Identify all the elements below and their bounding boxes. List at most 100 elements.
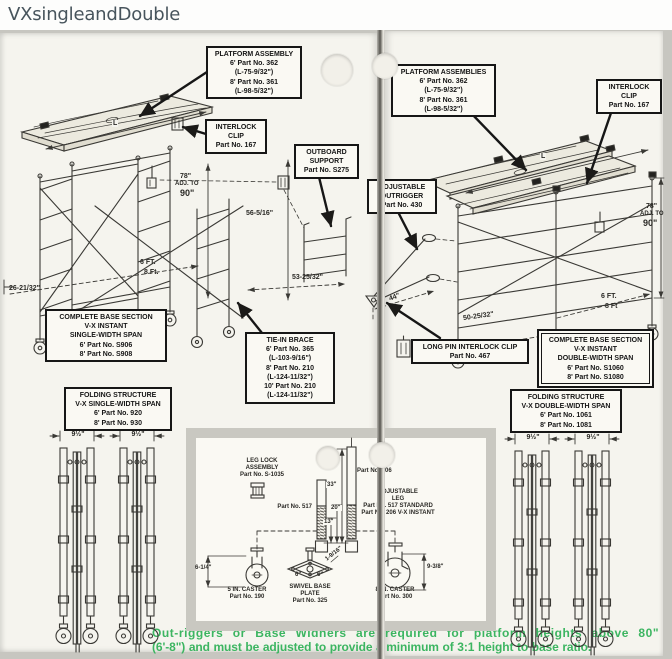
callout-line: OUTRIGGER (380, 193, 424, 201)
callout-title: INTERLOCK (215, 124, 257, 131)
dim-right-6ft: 6 FT. (601, 293, 617, 300)
dim-left-height-90: 90" (180, 188, 195, 198)
callout-line: 6' Part No. 365 (266, 346, 314, 354)
dim-folded-width: 9½" (64, 431, 92, 438)
punch-hole (321, 54, 353, 86)
label-leg-lock-1: LEG LOCK (246, 458, 278, 464)
callout-line: V-X INSTANT (573, 346, 618, 354)
dim-left-height-78: 78" (180, 173, 192, 180)
callout-line: 6' Part No. 1061 (540, 412, 592, 420)
dim-folded-width: 9½" (124, 431, 152, 438)
callout-platform-assemblies: PLATFORM ASSEMBLIES 6' Part No. 362 (L-7… (391, 64, 496, 118)
callout-title: COMPLETE BASE SECTION (59, 314, 153, 321)
dim-left-width-56: 56-5/16" (246, 210, 274, 217)
callout-folding-structure-single: FOLDING STRUCTURE V-X SINGLE-WIDTH SPAN … (64, 387, 172, 431)
punch-hole (316, 446, 340, 470)
callout-line: 8' Part No. 210 (266, 364, 314, 372)
label-5in-caster-1: 5 IN. CASTER (227, 587, 267, 593)
callout-line: 8' Part No. 1081 (540, 421, 592, 429)
callout-title: ADJUSTABLE (378, 184, 426, 191)
label-adjustable-leg-2: LEG (391, 496, 405, 502)
punch-hole (369, 442, 395, 468)
dim-6a: 6" (295, 572, 302, 578)
callout-tie-in-brace: TIE-IN BRACE 6' Part No. 365 (L-103-9/16… (245, 332, 335, 404)
dim-left-width-26: 26-21/32" (9, 285, 40, 292)
callout-outboard-support: OUTBOARD SUPPORT Part No. S275 (294, 144, 359, 179)
label-swivel-1: SWIVEL BASE (289, 584, 331, 590)
callout-title: COMPLETE BASE SECTION (548, 337, 643, 344)
callout-title: FOLDING STRUCTURE (527, 394, 605, 401)
callout-title: LONG PIN INTERLOCK CLIP (422, 344, 518, 351)
callout-line: 6' Part No. 362 (419, 78, 468, 86)
label-leg-lock-2: ASSEMBLY (245, 465, 279, 471)
dim-right-height-78: 78" (646, 203, 658, 210)
callout-line: (L-75-9/32") (234, 69, 274, 77)
dim-folded-width: 9½" (519, 434, 547, 441)
page-fold-gutter (377, 30, 385, 659)
label-adjustable-leg-3: Part No. 517 STANDARD (363, 503, 433, 509)
label-swivel-2: PLATE (300, 591, 320, 597)
dim-13: 13" (323, 519, 335, 525)
callout-line: Part No. 167 (608, 102, 650, 110)
callout-title: TIE-IN BRACE (266, 337, 314, 344)
callout-title: PLATFORM ASSEMBLIES (400, 69, 487, 76)
callout-line: 8' Part No. 361 (419, 96, 468, 104)
label-swivel-3: Part No. 325 (292, 598, 328, 604)
callout-title: FOLDING STRUCTURE (79, 392, 157, 399)
dim-right-8ft: 8 Ft (605, 303, 618, 310)
dim-left-8ft: 8 Ft. (144, 269, 159, 276)
callout-line: 6' Part No. 920 (94, 410, 142, 418)
callout-line: 8' Part No. 930 (94, 419, 142, 427)
callout-line: (L-75-9/32") (424, 87, 463, 95)
callout-interlock-clip-left: INTERLOCK CLIP Part No. 167 (205, 119, 267, 154)
callout-line: 6' Part No. S1060 (567, 364, 624, 372)
callout-line: 6' Part No. 362 (230, 60, 278, 68)
callout-folding-structure-double: FOLDING STRUCTURE V-X DOUBLE-WIDTH SPAN … (510, 389, 622, 433)
callout-line: SINGLE-WIDTH SPAN (69, 332, 143, 340)
label-8in-caster-1: 8 IN. CASTER (375, 587, 415, 593)
callout-long-pin-interlock-clip: LONG PIN INTERLOCK CLIP Part No. 467 (411, 339, 529, 365)
page-title: VXsingleandDouble (8, 4, 181, 25)
dim-folded-width: 9½" (579, 434, 607, 441)
label-8in-caster-2: Part No. 300 (377, 594, 413, 600)
footnote-line-2: (6'-8") and must be adjusted to provide … (152, 640, 592, 654)
dim-6b: 6" (317, 572, 324, 578)
callout-title: OUTBOARD (306, 149, 347, 156)
callout-line: DOUBLE-WIDTH SPAN (557, 355, 634, 363)
callout-line: (L-124-11/32") (267, 392, 313, 400)
dim-33: 33" (326, 482, 338, 488)
callout-interlock-clip-right: INTERLOCK CLIP Part No. 167 (596, 79, 662, 114)
callout-line: (L-124-11/32") (267, 373, 313, 381)
punch-hole (372, 53, 398, 79)
label-part-517: Part No. 517 (277, 504, 312, 510)
label-leg-lock-3: Part No. S-1035 (239, 472, 285, 478)
callout-line: (L-103-9/16") (268, 355, 312, 363)
dim-6-1-4: 6-1/4" (195, 565, 212, 571)
callout-line: Part No. 430 (381, 202, 423, 210)
label-part-206: Part No. 206 (357, 468, 392, 474)
callout-line: Part No. S275 (303, 167, 350, 175)
dim-right-height-90: 90" (643, 218, 658, 228)
callout-complete-base-double: COMPLETE BASE SECTION V-X INSTANT DOUBLE… (537, 329, 654, 389)
label-adjustable-leg-4: Part No. 206 V-X INSTANT (361, 510, 435, 516)
callout-line: SUPPORT (309, 158, 344, 166)
dim-9-3-8: 9-3/8" (427, 564, 444, 570)
callout-line: (L-98-5/32") (424, 105, 463, 113)
callout-title: PLATFORM ASSEMBLY (214, 51, 294, 58)
callout-line: 8' Part No. 361 (230, 78, 278, 86)
dim-20: 20" (330, 505, 342, 511)
callout-line: V-X INSTANT (84, 323, 128, 331)
dim-left-plank-length: L (112, 120, 119, 127)
callout-line: V-X SINGLE-WIDTH SPAN (75, 401, 161, 409)
dim-right-plank-length: L (540, 153, 547, 160)
callout-line: 8' Part No. S1080 (567, 373, 624, 381)
callout-title: INTERLOCK (608, 84, 650, 91)
callout-complete-base-single: COMPLETE BASE SECTION V-X INSTANT SINGLE… (45, 309, 167, 363)
label-5in-caster-2: Part No. 190 (229, 594, 265, 600)
callout-line: Part No. 167 (215, 142, 257, 150)
dim-right-height-adj: ADJ. TO (640, 211, 664, 217)
callout-line: 10' Part No. 210 (264, 383, 316, 391)
dim-left-width-53: 53-25/32" (292, 274, 323, 281)
dim-left-6ft: 6 FT. (140, 259, 156, 266)
